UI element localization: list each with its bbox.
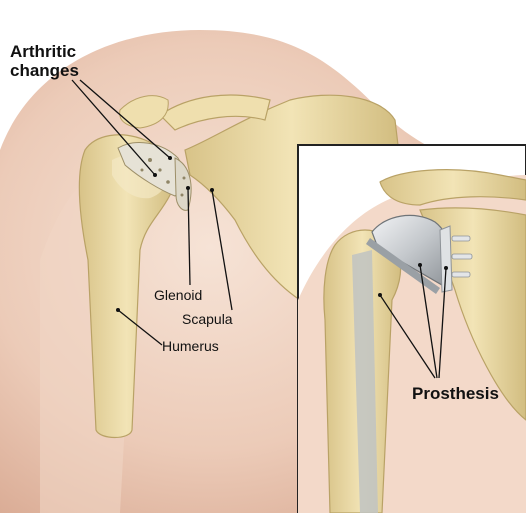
label-arthritic-changes: Arthritic changes xyxy=(10,42,79,80)
label-glenoid: Glenoid xyxy=(154,287,202,303)
label-arthritic-line2: changes xyxy=(10,61,79,80)
label-prosthesis: Prosthesis xyxy=(412,384,499,403)
label-humerus: Humerus xyxy=(162,338,219,354)
inset-panel xyxy=(298,145,526,513)
label-arthritic-line1: Arthritic xyxy=(10,42,79,61)
label-scapula: Scapula xyxy=(182,311,233,327)
